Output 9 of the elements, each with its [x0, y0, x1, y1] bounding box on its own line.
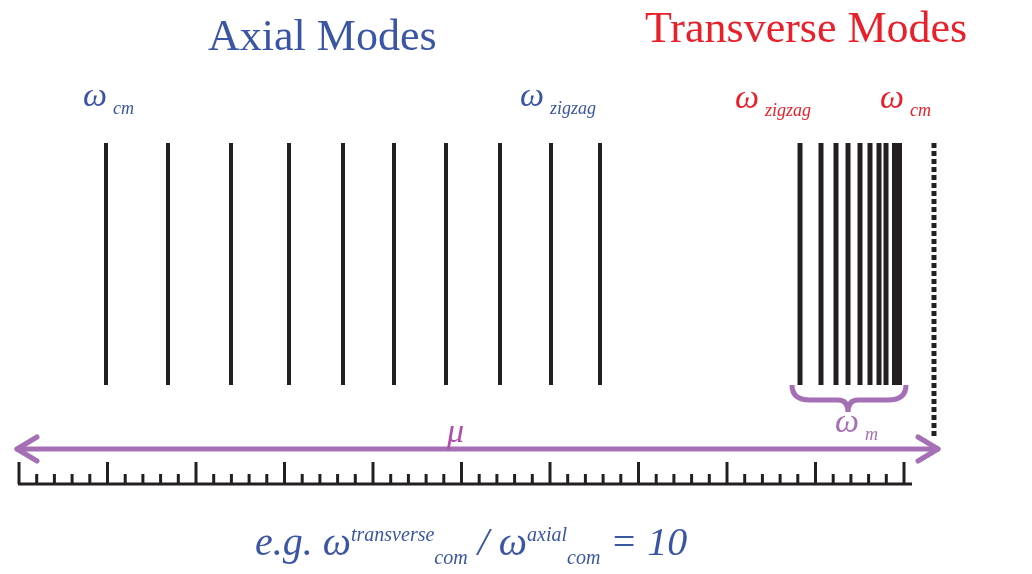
- ratio-equation: e.g. ω$^{transverse}$$_{com}$ / ω$^{axial}$$_{com}$ = 10: [255, 522, 688, 567]
- mode-frequency-label: ω$_{zigzag}$: [735, 80, 812, 119]
- mode-frequency-label: ω$_{zigzag}$: [520, 78, 597, 117]
- section-heading: Axial Modes: [208, 14, 437, 58]
- mode-frequency-label: ω$_{cm}$: [83, 78, 134, 117]
- section-heading: Transverse Modes: [645, 6, 968, 50]
- axis-symbol: μ: [447, 414, 465, 448]
- mode-frequency-label: ω$_{cm}$: [880, 80, 931, 119]
- bracket-label: ω$_{m}$: [835, 404, 878, 443]
